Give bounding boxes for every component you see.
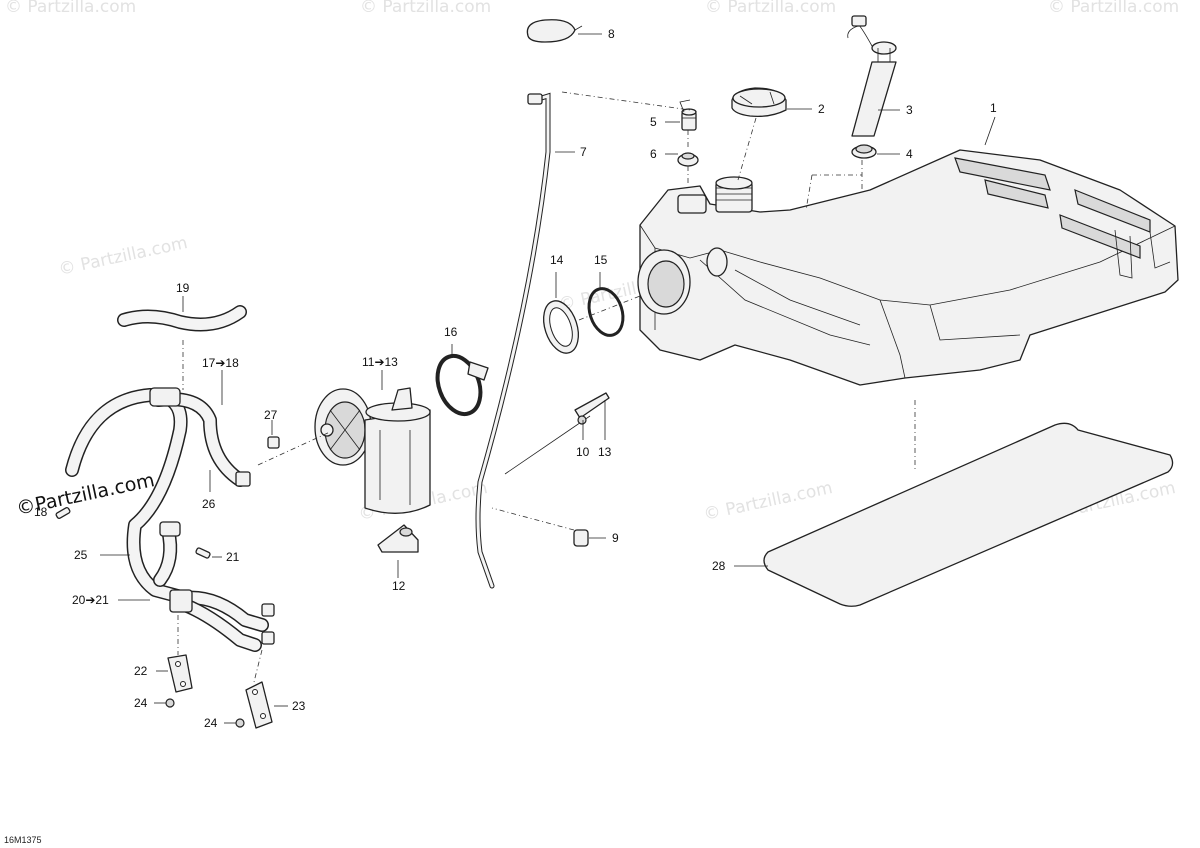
vent-valve bbox=[679, 99, 697, 131]
valve-grommet bbox=[677, 152, 699, 167]
grommet bbox=[851, 144, 877, 159]
leader-lines bbox=[100, 33, 996, 724]
label-part-14: 14 bbox=[550, 253, 564, 267]
label-part-11-13: 11➔13 bbox=[362, 355, 398, 369]
label-part-26: 26 bbox=[202, 497, 216, 511]
lock-ring bbox=[542, 300, 580, 354]
label-part-17-18: 17➔18 bbox=[202, 356, 239, 370]
callout-labels: 1 2 3 4 5 6 7 8 9 10 11➔13 12 13 14 15 1… bbox=[34, 27, 997, 730]
watermark: © Partzilla.com bbox=[57, 233, 189, 280]
label-part-7: 7 bbox=[580, 145, 587, 159]
fuel-cap bbox=[731, 87, 787, 118]
fitting-18 bbox=[55, 506, 71, 520]
label-part-4: 4 bbox=[906, 147, 913, 161]
fitting-21 bbox=[195, 547, 211, 559]
label-part-15: 15 bbox=[594, 253, 608, 267]
fuel-filter bbox=[377, 524, 419, 553]
watermark: © Partzilla.com bbox=[705, 0, 836, 17]
fuel-hose-assembly bbox=[65, 387, 275, 652]
hose-19 bbox=[117, 305, 247, 332]
label-part-1: 1 bbox=[990, 101, 997, 115]
fuel-tank bbox=[637, 149, 1179, 386]
o-ring bbox=[587, 287, 625, 337]
label-part-23: 23 bbox=[292, 699, 306, 713]
watermark: © Partzilla.com bbox=[360, 0, 491, 17]
label-part-2: 2 bbox=[818, 102, 825, 116]
drawing-code: 16M1375 bbox=[4, 835, 42, 845]
tank-pad bbox=[763, 422, 1174, 607]
label-part-6: 6 bbox=[650, 147, 657, 161]
label-part-24: 24 bbox=[204, 716, 218, 730]
fuel-pump-module bbox=[314, 387, 431, 514]
label-part-27: 27 bbox=[264, 408, 278, 422]
nut-27 bbox=[267, 436, 280, 449]
partzilla-watermark: ©Partzilla.com bbox=[14, 469, 156, 520]
label-part-16: 16 bbox=[444, 325, 458, 339]
label-part-5: 5 bbox=[650, 115, 657, 129]
label-part-10: 10 bbox=[576, 445, 590, 459]
label-part-8: 8 bbox=[608, 27, 615, 41]
watermark: © Partzilla.com bbox=[1048, 0, 1179, 17]
label-part-19: 19 bbox=[176, 281, 190, 295]
label-part-12: 12 bbox=[392, 579, 406, 593]
vent-hose bbox=[475, 92, 551, 589]
label-part-22: 22 bbox=[134, 664, 148, 678]
label-part-18: 18 bbox=[34, 505, 48, 519]
label-part-28: 28 bbox=[712, 559, 726, 573]
label-part-13: 13 bbox=[598, 445, 612, 459]
label-part-20-21: 20➔21 bbox=[72, 593, 109, 607]
pickup-tube bbox=[504, 392, 610, 475]
watermark: © Partzilla.com bbox=[5, 0, 136, 17]
fuel-sender bbox=[847, 15, 897, 137]
label-part-25: 25 bbox=[74, 548, 88, 562]
hose-clamp-16 bbox=[435, 353, 489, 417]
watermark: © Partzilla.com bbox=[702, 478, 834, 525]
hose-clamp-8 bbox=[526, 19, 583, 43]
label-part-21: 21 bbox=[226, 550, 240, 564]
label-part-3: 3 bbox=[906, 103, 913, 117]
label-part-24: 24 bbox=[134, 696, 148, 710]
bracket-23 bbox=[245, 681, 273, 729]
bracket-22 bbox=[167, 654, 193, 693]
clip bbox=[573, 529, 589, 547]
label-part-9: 9 bbox=[612, 531, 619, 545]
